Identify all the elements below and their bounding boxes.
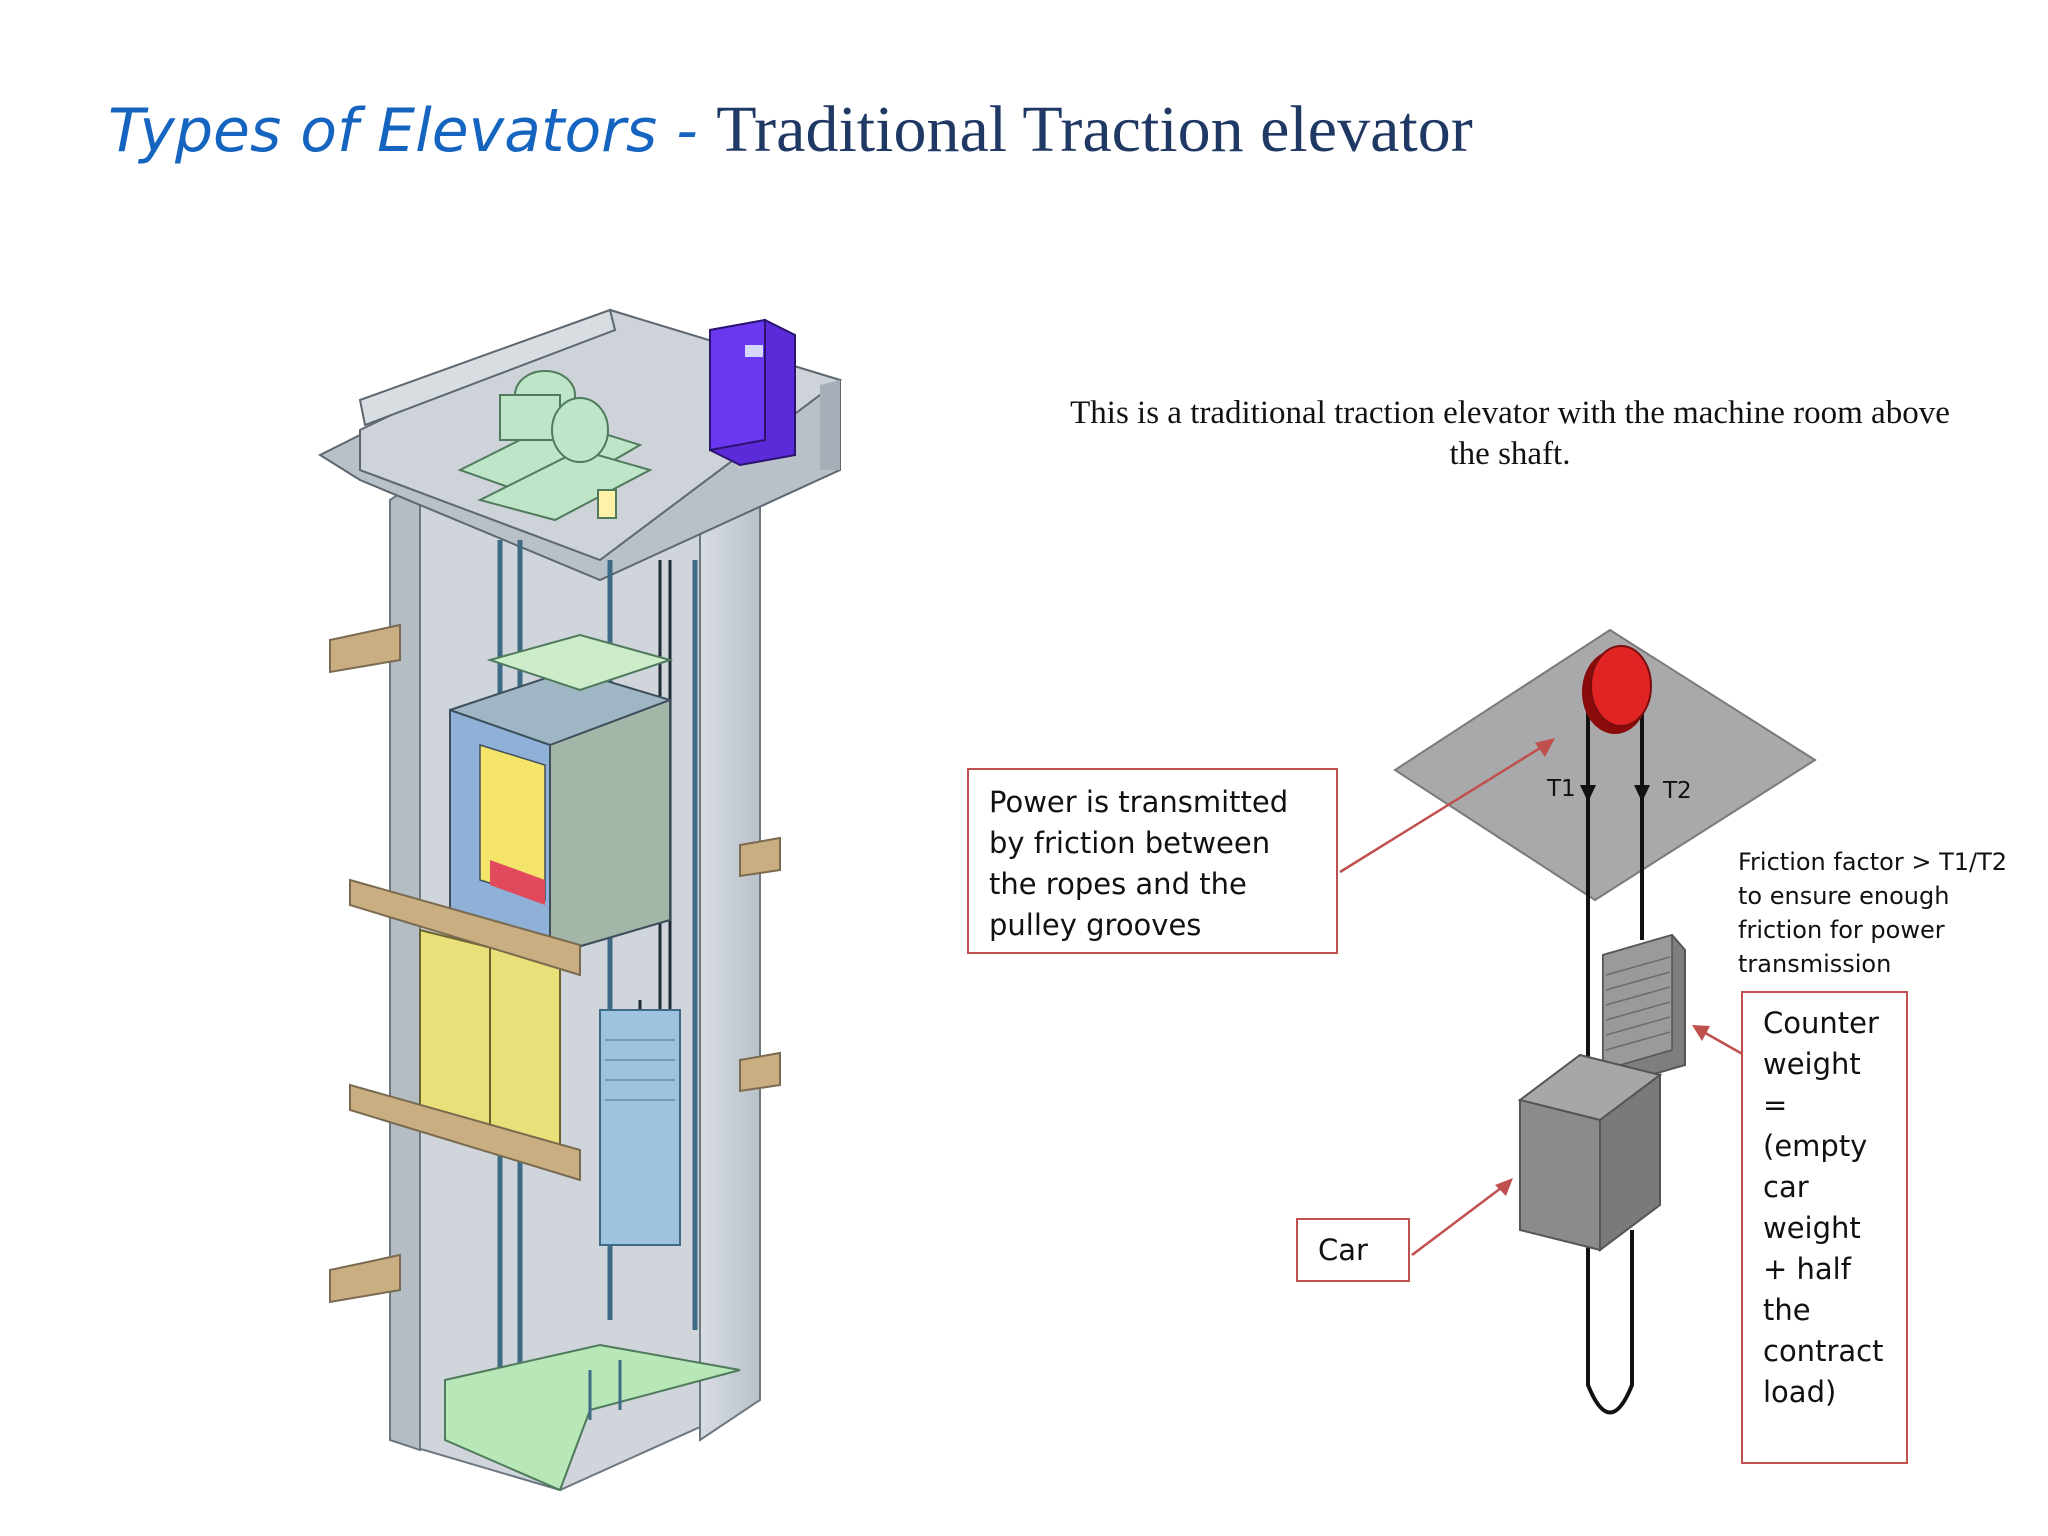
t2-label: T2	[1663, 778, 1692, 804]
car-callout: Car	[1296, 1218, 1410, 1282]
friction-callout: Power is transmitted by friction between…	[967, 768, 1338, 954]
traction-machine	[457, 370, 653, 522]
machine-room-floor-plate	[1393, 628, 1817, 902]
elevator-car	[449, 633, 674, 957]
slide-title: Types of Elevators - Traditional Tractio…	[108, 92, 1473, 167]
sheave	[1582, 645, 1652, 734]
counterweight-block	[1602, 933, 1686, 1087]
t1-label: T1	[1547, 776, 1576, 802]
description-text: This is a traditional traction elevator …	[1070, 395, 1950, 472]
counterweight-plates	[605, 1039, 675, 1101]
car-box	[1517, 1053, 1663, 1252]
landing-slabs	[329, 623, 781, 1304]
title-italic: Types of Elevators -	[108, 96, 698, 166]
tension-arrows	[1580, 785, 1650, 802]
counterweight	[599, 1009, 681, 1246]
title-main: Traditional Traction elevator	[716, 93, 1473, 166]
landing-doors	[349, 878, 581, 1182]
friction-factor-note: Friction factor > T1/T2 to ensure enough…	[1738, 848, 2008, 978]
pit-buffers	[588, 1360, 622, 1420]
counterweight-callout: Counter weight = (empty car weight + hal…	[1741, 991, 1908, 1464]
controller-cabinet	[709, 318, 796, 467]
